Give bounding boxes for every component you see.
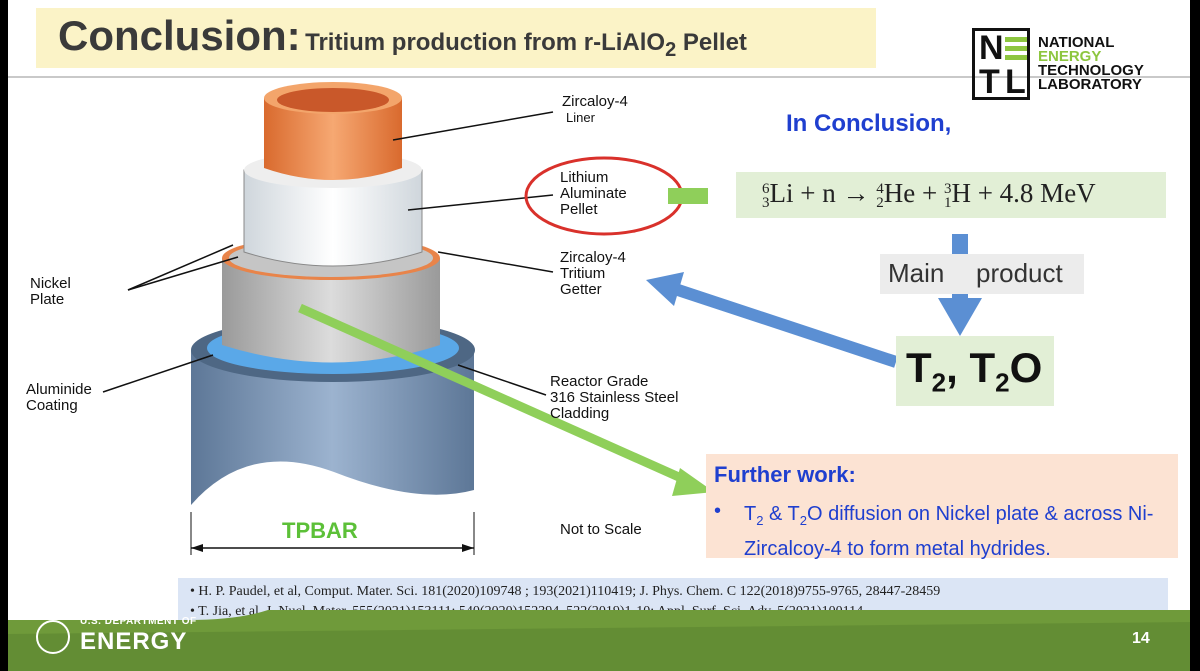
doe-seal-icon <box>36 620 70 654</box>
netl-logo: N T L NATIONAL ENERGY TECHNOLOGY LABORAT… <box>972 28 1172 104</box>
equation-box <box>736 172 1166 218</box>
down-arrow-head <box>938 298 982 336</box>
pellet-tube <box>243 169 423 267</box>
title-divider <box>8 76 1190 78</box>
netl-logo-mark: N T L <box>972 28 1030 100</box>
further-work-box <box>706 454 1178 558</box>
green-arrow-head <box>672 468 708 496</box>
main-product-label: Main product <box>880 254 1084 294</box>
label-tpbar: TPBAR <box>282 518 358 543</box>
label-zircaloy-getter: Zircaloy-4 Tritium Getter <box>560 249 626 298</box>
conclusion-heading: In Conclusion, <box>786 110 952 137</box>
label-not-to-scale: Not to Scale <box>560 521 642 538</box>
page-number: 14 <box>1132 630 1150 647</box>
further-work-bullet: • <box>714 500 722 522</box>
title-banner <box>36 8 876 68</box>
further-work-text: T2 & T2O diffusion on Nickel plate & acr… <box>744 503 1154 560</box>
footer-band <box>8 610 1190 671</box>
reference-1: • H. P. Paudel, et al, Comput. Mater. Sc… <box>190 584 941 599</box>
doe-label-big: ENERGY <box>80 628 188 655</box>
netl-logo-text: NATIONAL ENERGY TECHNOLOGY LABORATORY <box>1038 34 1144 93</box>
label-cladding: Reactor Grade 316 Stainless Steel Claddi… <box>550 373 679 422</box>
title-main: Conclusion: <box>58 12 301 59</box>
getter-tube <box>222 258 440 363</box>
label-zircaloy-liner: Zircaloy-4 Liner <box>562 93 628 126</box>
doe-label-small: U.S. DEPARTMENT OF <box>80 616 197 627</box>
liner-tube <box>264 98 402 180</box>
products-text: T2, T2O <box>906 344 1043 398</box>
further-work-title: Further work: <box>714 462 856 487</box>
pellet-to-equation-arrow <box>668 178 708 214</box>
slide-title: Conclusion: Tritium production from r-Li… <box>58 12 747 62</box>
tpbar-diagram <box>102 82 708 555</box>
label-nickel-plate: Nickel Plate <box>30 275 71 308</box>
slide: Conclusion: Tritium production from r-Li… <box>8 0 1190 671</box>
label-aluminide-coating: Aluminide Coating <box>26 381 92 414</box>
title-sub: Tritium production from r-LiAlO2 Pellet <box>305 29 747 61</box>
products-box <box>896 336 1054 406</box>
cladding-tube <box>191 350 474 505</box>
label-lithium-pellet: Lithium Aluminate Pellet <box>560 169 627 218</box>
